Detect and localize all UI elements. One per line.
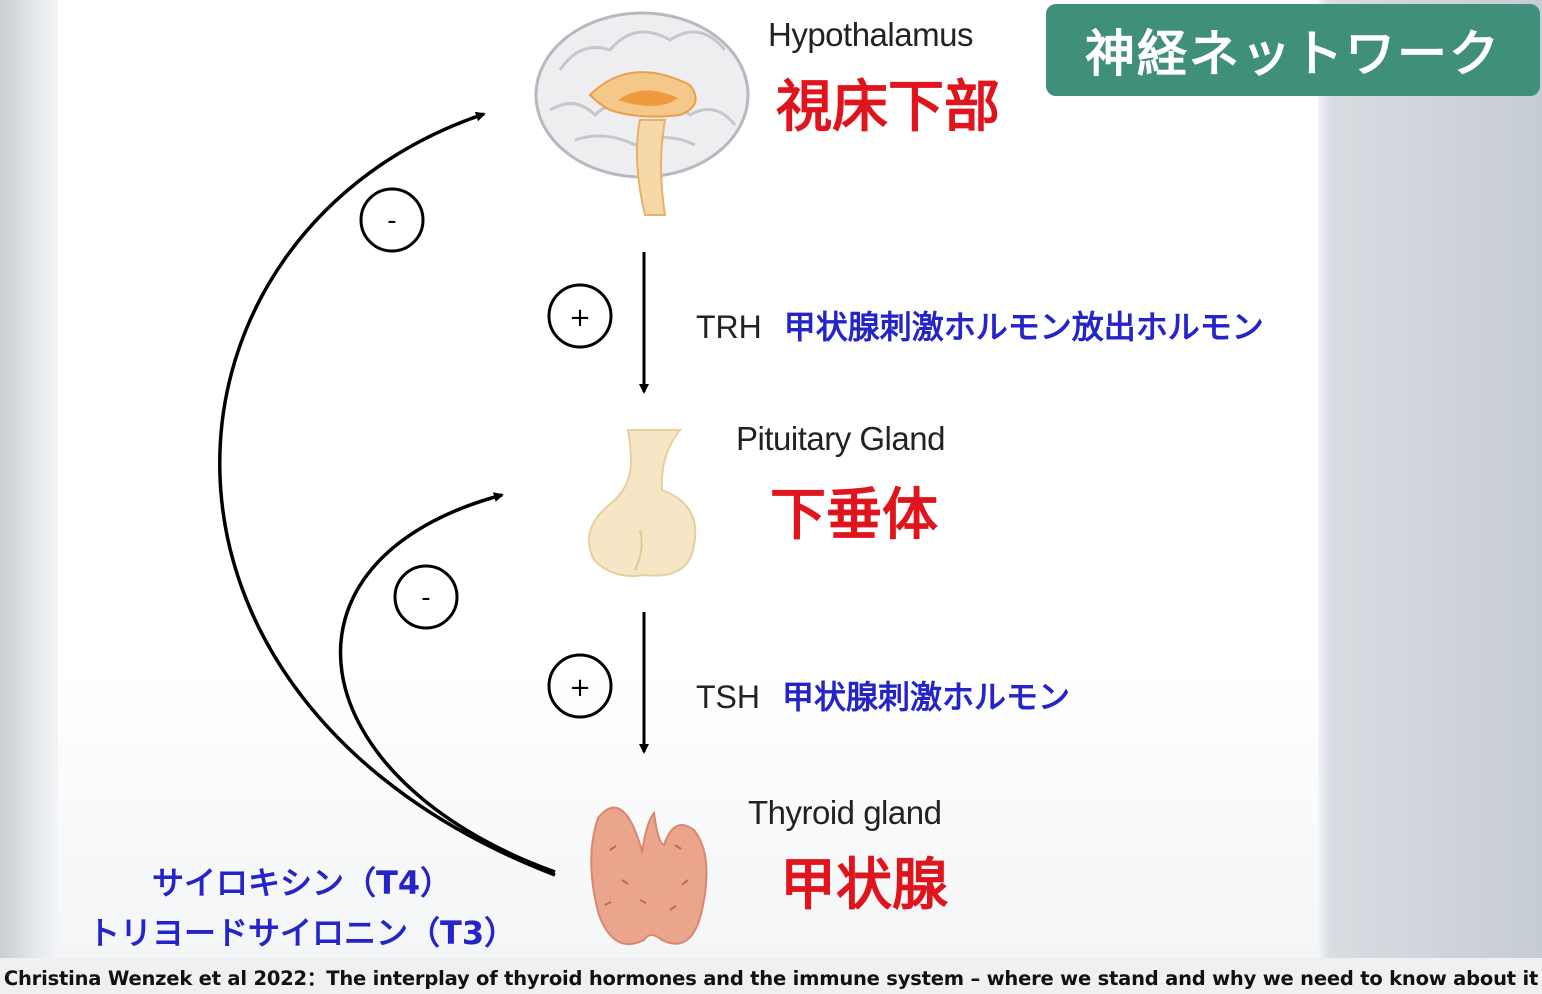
trh-name-jp: 甲状腺刺激ホルモン放出ホルモン [783,308,1264,346]
tsh-stimulation-sign: + [547,653,613,719]
hypothalamus-label-jp: 視床下部 [776,75,1000,140]
outer-feedback-arrow [218,111,556,877]
inner-inhibition-sign: - [393,564,459,630]
topic-badge: 神経ネットワーク [1046,4,1540,96]
thyroid-label-jp: 甲状腺 [780,853,948,918]
citation-caption: Christina Wenzek et al 2022：The interpla… [0,958,1542,994]
pituitary-icon [588,429,697,577]
brain-icon [534,11,750,216]
feedback-diagram: + + - - [218,11,750,945]
trh-stimulation-sign: + [547,283,613,349]
pituitary-label-jp: 下垂体 [770,483,938,548]
tsh-name-jp: 甲状腺刺激ホルモン [782,678,1071,716]
tsh-label: TSH 甲状腺刺激ホルモン [696,672,1070,718]
t3-label: トリヨードサイロニン（T3） [88,914,517,952]
outer-inhibition-sign: - [359,187,425,253]
inner-feedback-arrow [338,492,556,874]
pituitary-label-en: Pituitary Gland [736,420,945,457]
trh-abbr: TRH [696,309,762,345]
t4-label: サイロキシン（T4） [152,864,453,902]
trh-label: TRH 甲状腺刺激ホルモン放出ホルモン [696,302,1264,348]
svg-text:+: + [569,673,591,703]
svg-text:-: - [387,206,396,236]
thyroid-icon [590,806,708,945]
tsh-abbr: TSH [696,679,760,715]
svg-text:+: + [569,303,591,333]
thyroid-label-en: Thyroid gland [748,794,942,831]
svg-text:-: - [421,583,430,613]
hypothalamus-label-en: Hypothalamus [768,16,973,53]
